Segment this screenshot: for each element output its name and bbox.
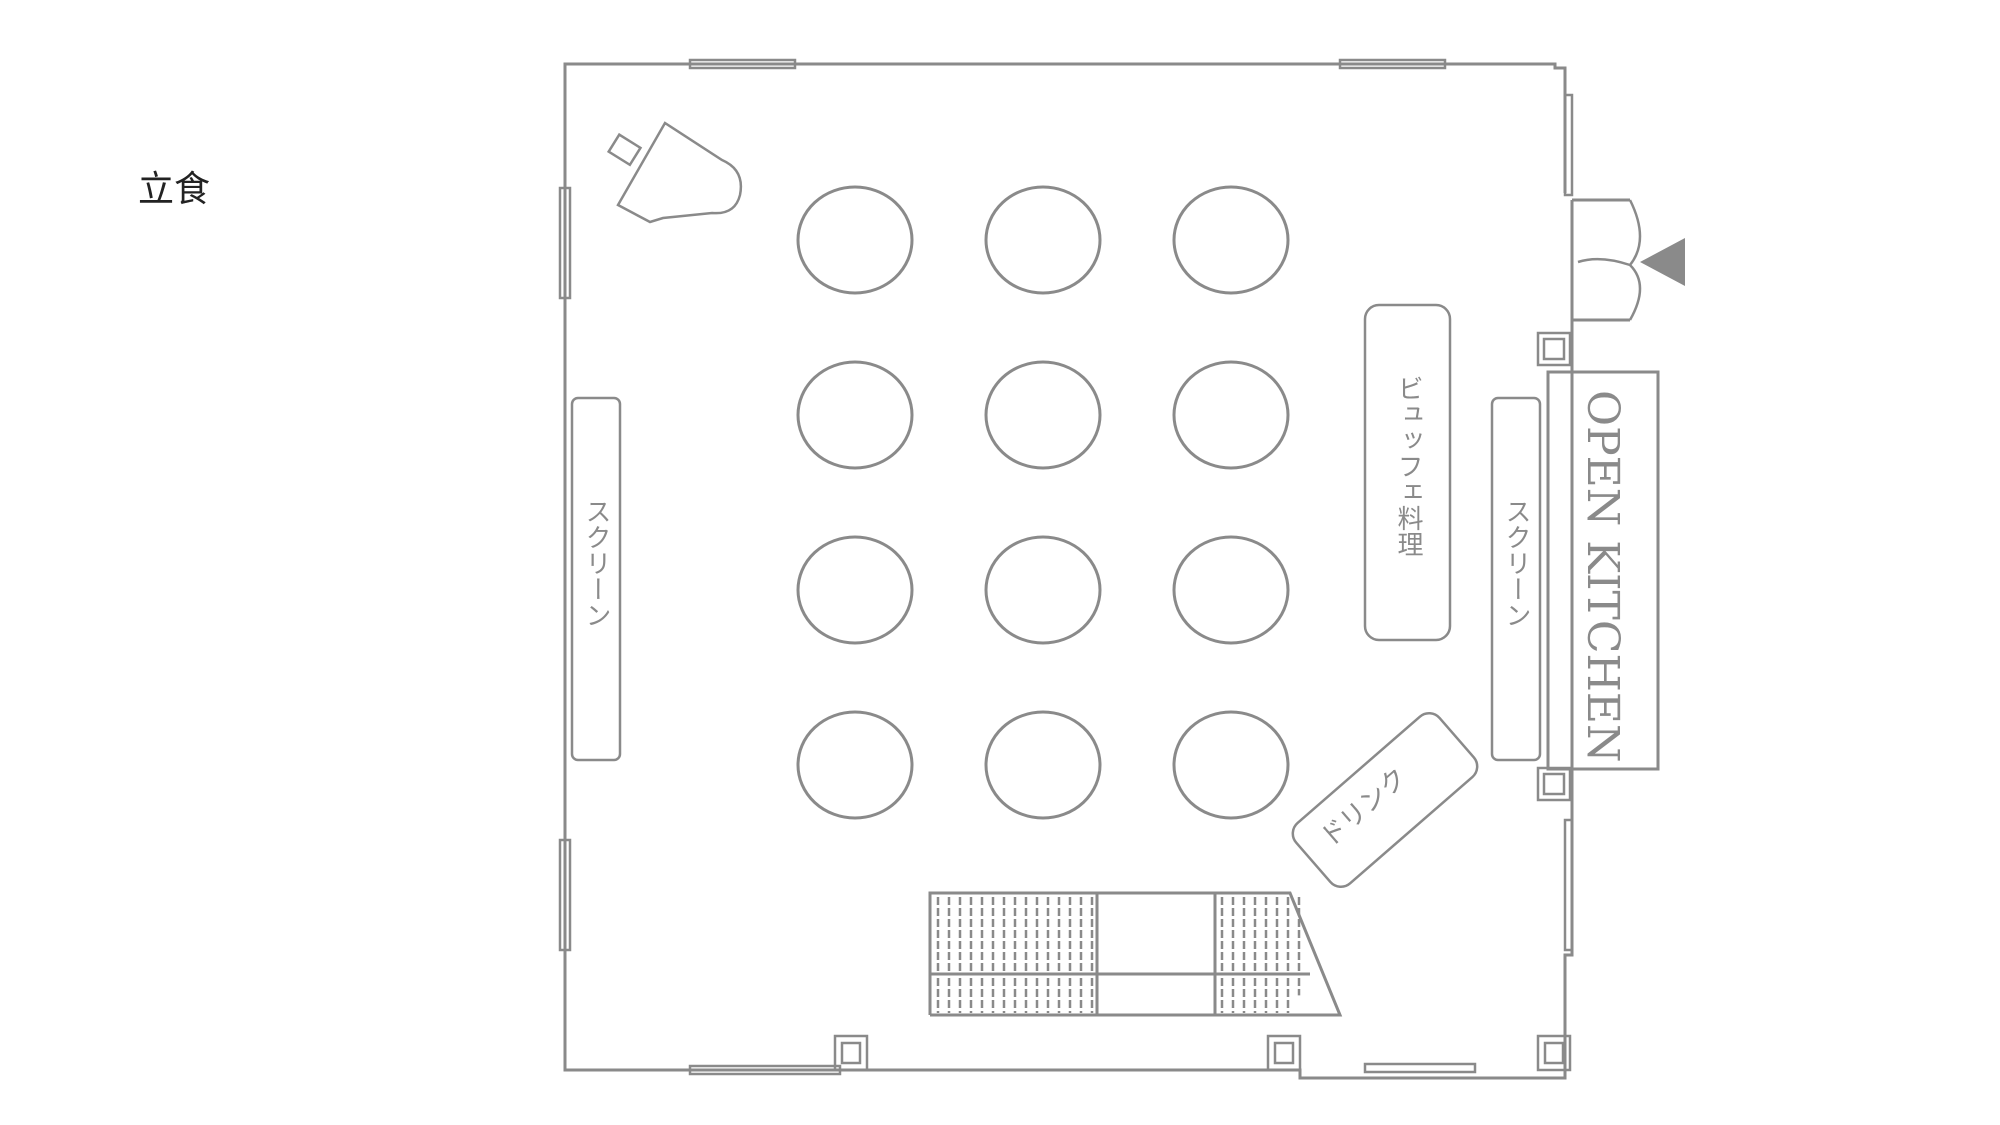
kitchen-counter (1546, 370, 1660, 771)
round-table (1172, 710, 1290, 820)
round-table (1172, 535, 1290, 645)
round-table (984, 185, 1102, 295)
entrance-door (1577, 199, 1642, 321)
round-table (796, 185, 914, 295)
grand-piano-icon (606, 121, 743, 224)
room-walls (558, 58, 1630, 1080)
round-table (984, 710, 1102, 820)
pillars (833, 331, 1572, 1072)
round-table (984, 360, 1102, 470)
drink-label: ドリンク (1315, 762, 1413, 853)
screen-left-label: スクリーン (581, 498, 611, 628)
round-table (1172, 185, 1290, 295)
round-table (1172, 360, 1290, 470)
round-table (796, 710, 914, 820)
buffet-label: ビュッフェ料理 (1393, 375, 1423, 557)
entrance-arrow-icon (1640, 238, 1685, 286)
screen-left (570, 396, 622, 762)
staircase (928, 891, 1343, 1017)
kitchen-label: OPEN KITCHEN (1577, 390, 1628, 763)
buffet-counter (1363, 303, 1452, 642)
screen-right (1490, 396, 1542, 762)
drink-station (1291, 711, 1479, 889)
round-table (984, 535, 1102, 645)
layout-label: 立食 (138, 169, 211, 210)
round-tables (796, 185, 1290, 820)
round-table (796, 535, 914, 645)
round-table (796, 360, 914, 470)
screen-right-label: スクリーン (1501, 498, 1531, 628)
